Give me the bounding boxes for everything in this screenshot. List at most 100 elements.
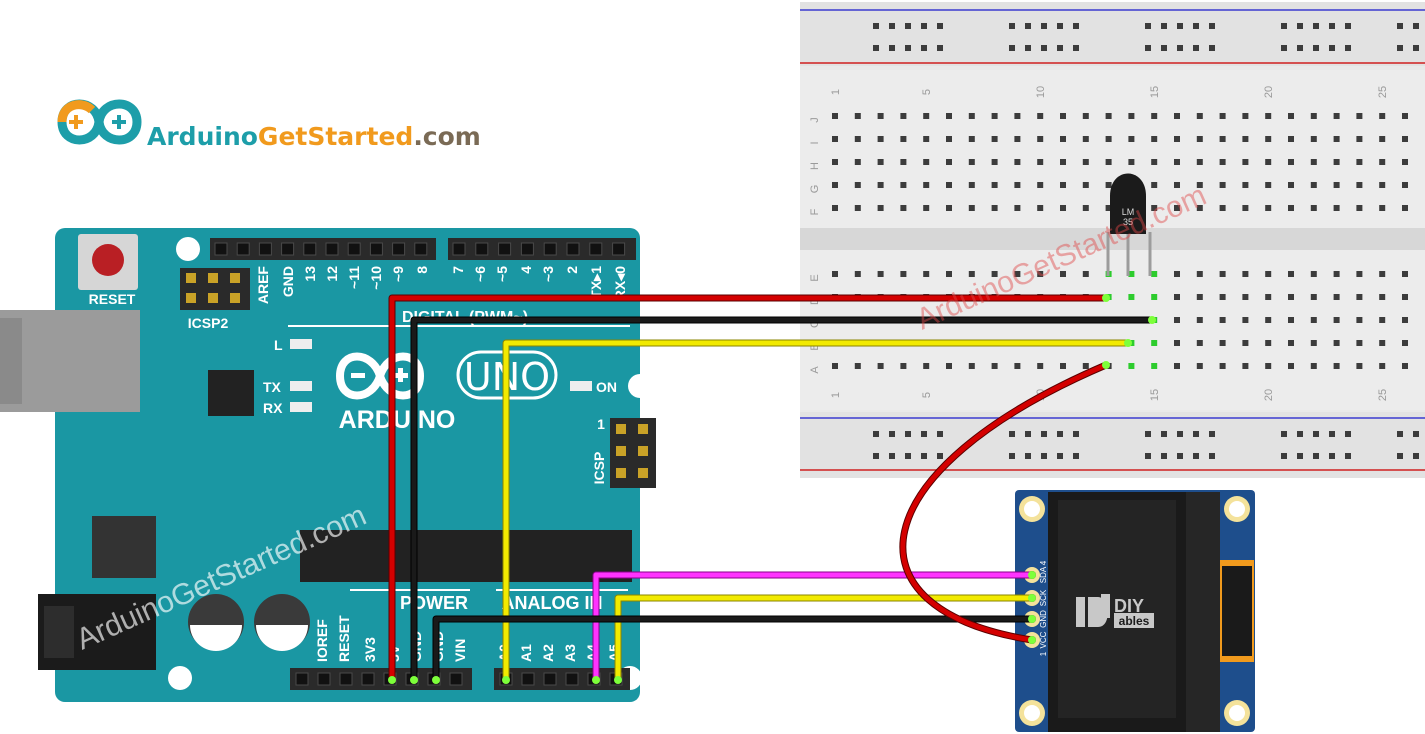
breadboard-hole [1014,113,1021,119]
digital-pin-socket[interactable] [566,242,580,256]
breadboard-hole [1037,113,1044,119]
power-pin-socket[interactable] [361,672,375,686]
breadboard-hole [1379,340,1386,346]
reset-button-cap[interactable] [92,244,124,276]
rail-hole [1397,431,1403,437]
breadboard-hole [1379,271,1386,277]
breadboard-hole [1128,271,1135,277]
row-letter: J [809,117,821,123]
digital-pin-socket[interactable] [475,242,489,256]
digital-pin-socket[interactable] [452,242,466,256]
breadboard-hole [968,136,975,142]
power-pin-socket[interactable] [317,672,331,686]
breadboard-hole [1151,113,1158,119]
power-pin-label: 3V3 [362,637,378,662]
rail-hole [1413,453,1419,459]
breadboard-hole [1151,340,1158,346]
usb-chip [208,370,254,416]
digital-pin-socket[interactable] [543,242,557,256]
icsp2-pin [186,293,196,303]
digital-pin-label: 4 [518,266,534,274]
breadboard-hole [1196,136,1203,142]
digital-pin-socket[interactable] [236,242,250,256]
voltage-regulator [92,516,156,578]
breadboard-hole [1014,182,1021,188]
lm35-temperature-sensor: LM 35 [1106,173,1152,276]
analog-pin-socket[interactable] [543,672,557,686]
wire-endpoint[interactable] [388,676,396,684]
breadboard-hole [1151,182,1158,188]
breadboard-hole [1310,340,1317,346]
rail-hole [1161,431,1167,437]
digital-pin-socket[interactable] [214,242,228,256]
rail-hole [873,23,879,29]
digital-pin-socket[interactable] [303,242,317,256]
row-letter: F [809,208,821,215]
digital-pin-socket[interactable] [392,242,406,256]
breadboard-hole [900,159,907,165]
digital-pin-socket[interactable] [325,242,339,256]
wire-endpoint[interactable] [1124,339,1132,347]
digital-pin-socket[interactable] [612,242,626,256]
breadboard-hole [854,363,861,369]
digital-pin-socket[interactable] [347,242,361,256]
wire-endpoint[interactable] [592,676,600,684]
wire-endpoint[interactable] [614,676,622,684]
digital-pin-socket[interactable] [498,242,512,256]
breadboard-hole [1037,182,1044,188]
breadboard-hole [991,159,998,165]
wire-endpoint[interactable] [1028,615,1036,623]
rail-hole [1009,45,1015,51]
wire-endpoint[interactable] [1102,294,1110,302]
wire-endpoint[interactable] [1148,316,1156,324]
breadboard-hole [946,136,952,142]
power-pin-socket[interactable] [295,672,309,686]
breadboard-hole [1356,113,1363,119]
digital-pin-label: 13 [302,266,318,282]
analog-pin-socket[interactable] [565,672,579,686]
digital-pin-socket[interactable] [414,242,428,256]
wire-endpoint[interactable] [1028,636,1036,644]
wire-endpoint[interactable] [410,676,418,684]
led-on [570,381,592,391]
power-pin-label: IOREF [314,619,330,662]
digital-pin-label: 7 [450,266,466,274]
site-logo[interactable]: ArduinoGetStarted.com [52,88,512,158]
wire-endpoint[interactable] [1102,361,1110,369]
wire-sensor-to-a0 [503,340,1128,680]
digital-pin-socket[interactable] [520,242,534,256]
power-pin-socket[interactable] [339,672,353,686]
wire-endpoint[interactable] [1028,594,1036,602]
wire-endpoint[interactable] [432,676,440,684]
rail-hole [1193,453,1199,459]
power-pin-socket[interactable] [449,672,463,686]
breadboard-hole [946,113,952,119]
digital-pin-socket[interactable] [258,242,272,256]
rail-hole [1009,453,1015,459]
column-number: 1 [830,392,842,398]
rail-hole [1345,431,1351,437]
digital-pin-socket[interactable] [281,242,295,256]
breadboard-hole [1014,271,1021,277]
rail-hole [1177,23,1183,29]
breadboard-hole [1379,294,1386,300]
wire-endpoint[interactable] [502,676,510,684]
breadboard-hole [1151,205,1158,211]
breadboard-hole [1196,159,1203,165]
breadboard-hole [1265,340,1272,346]
rail-hole [905,431,911,437]
breadboard-hole [1242,340,1249,346]
breadboard-hole [991,271,998,277]
digital-pin-socket[interactable] [589,242,603,256]
breadboard-hole [877,136,884,142]
digital-pin-socket[interactable] [369,242,383,256]
breadboard-hole [923,136,930,142]
digital-pin-label: GND [280,266,296,297]
icsp-pin [616,424,626,434]
analog-pin-socket[interactable] [521,672,535,686]
wire-endpoint[interactable] [1028,571,1036,579]
breadboard-hole [900,363,907,369]
rail-hole [1313,23,1319,29]
breadboard-hole [1037,363,1044,369]
breadboard-hole [1356,271,1363,277]
